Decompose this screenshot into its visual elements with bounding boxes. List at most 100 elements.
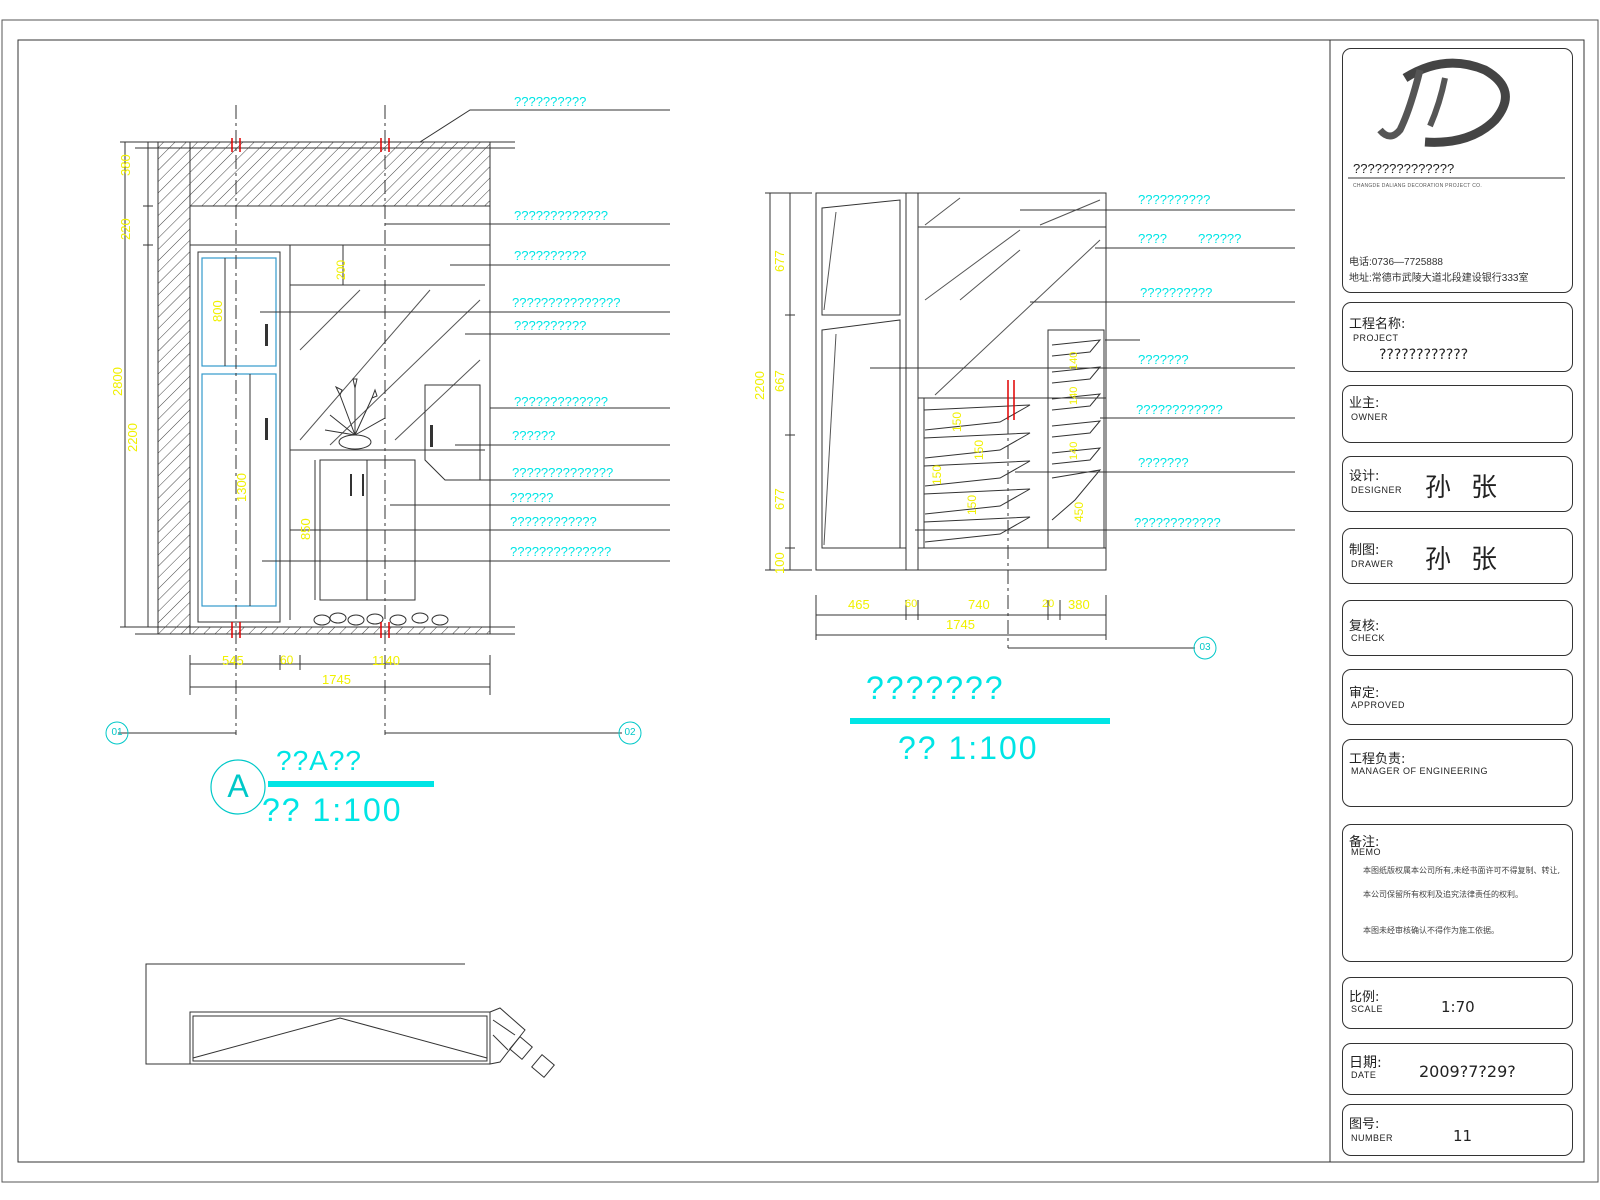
approved-box: 审定: APPROVED (1342, 669, 1573, 725)
memo-line-3: 本图未经审核确认不得作为施工依据。 (1363, 926, 1499, 935)
top-soffit (189, 141, 491, 207)
dim-label: 740 (968, 597, 990, 612)
callout-text: ?????????? (1140, 285, 1213, 300)
callout-text: ???? (1138, 231, 1167, 246)
company-address: 地址:常德市武陵大道北段建设银行333室 (1349, 273, 1529, 284)
elevation-a-marker-circle (210, 759, 266, 815)
dim-label: 1300 (234, 473, 249, 502)
check-label-en: CHECK (1351, 633, 1386, 643)
dim-label: 677 (772, 488, 787, 510)
project-name: ???????????? (1379, 347, 1469, 363)
project-label-en: PROJECT (1353, 333, 1399, 343)
approved-label: 审定: (1349, 686, 1380, 701)
left-wall (157, 141, 191, 635)
callout-text: ?????????? (1138, 192, 1211, 207)
scale-label: 比例: (1349, 990, 1380, 1005)
project-label: 工程名称: (1349, 317, 1406, 332)
callout-leaders-b (870, 209, 1295, 531)
dim-label: 450 (1072, 501, 1086, 522)
callout-leaders (118, 109, 670, 734)
callout-text: ?????????????? (512, 465, 614, 480)
elevation-b-title: ??????? (866, 670, 1005, 706)
dim-label: 200 (334, 259, 348, 280)
callout-text: ?????????? (514, 94, 587, 109)
callout-text: ?????? (510, 490, 554, 505)
plant-decoration (324, 378, 386, 450)
section-marker-label: 03 (1199, 642, 1211, 653)
callout-text: ?????????????? (510, 544, 612, 559)
dim-label: 465 (848, 597, 870, 612)
manager-label-en: MANAGER OF ENGINEERING (1351, 766, 1489, 776)
owner-label: 业主: (1349, 396, 1380, 411)
dim-label: 140 (1068, 386, 1080, 405)
check-box: 复核: CHECK (1342, 600, 1573, 656)
number-value: 11 (1453, 1127, 1473, 1145)
memo-label: 备注: (1349, 835, 1380, 850)
number-label: 图号: (1349, 1117, 1380, 1132)
callout-text: ??????? (1138, 352, 1189, 367)
elevation-b-outline (815, 192, 1107, 571)
date-label-en: DATE (1351, 1070, 1377, 1080)
callout-text: ?????????? (514, 318, 587, 333)
number-label-en: NUMBER (1351, 1133, 1394, 1143)
manager-label: 工程负责: (1349, 752, 1406, 767)
callout-text: ??????????????? (512, 295, 621, 310)
dim-label: 20 (1042, 598, 1055, 610)
memo-label-en: MEMO (1351, 847, 1381, 857)
designer-label-en: DESIGNER (1351, 485, 1403, 495)
section-marker-label: 02 (624, 727, 636, 738)
drawer-name: 孙张 (1425, 545, 1518, 575)
dim-label: 150 (965, 494, 979, 515)
section-marker-01 (105, 721, 129, 745)
elevation-a (105, 105, 670, 815)
plan-detail (145, 963, 555, 1078)
dim-label: 677 (772, 250, 787, 272)
elevation-b (765, 192, 1295, 724)
callout-text: ?????????? (514, 248, 587, 263)
dim-label: 2200 (125, 423, 140, 452)
date-box: 日期: DATE 2009?7?29? (1342, 1043, 1573, 1095)
callout-text: ?????? (1198, 231, 1242, 246)
callout-text: ???????????? (510, 514, 597, 529)
dim-label: 380 (1068, 597, 1090, 612)
elevation-b-title-bar (850, 718, 1110, 724)
dim-label: 1745 (946, 617, 975, 632)
elevation-a-scale: ?? 1:100 (262, 792, 403, 828)
project-box: 工程名称: PROJECT ???????????? (1342, 302, 1573, 372)
callout-text: ????????????? (514, 394, 608, 409)
dim-label: 60 (905, 598, 918, 610)
dim-label: 850 (298, 518, 313, 540)
memo-line-2: 本公司保留所有权利及追究法律责任的权利。 (1363, 890, 1523, 899)
dim-label: 140 (1068, 351, 1080, 370)
drawer-label: 制图: (1349, 543, 1380, 558)
elevation-b-scale: ?? 1:100 (898, 730, 1039, 766)
shoe-shelves (923, 329, 1105, 549)
scale-box: 比例: SCALE 1:70 (1342, 977, 1573, 1029)
dim-label: 100 (772, 552, 787, 574)
memo-box: 备注: MEMO 本图纸版权属本公司所有,未经书面许可不得复制、转让, 本公司保… (1342, 824, 1573, 962)
dim-label: 150 (930, 464, 944, 485)
drawer-label-en: DRAWER (1351, 559, 1394, 569)
dim-label: 2800 (110, 367, 125, 396)
company-box: ?????????????? CHANGDE DALIANG DECORATIO… (1342, 48, 1573, 293)
callout-text: ??????? (1138, 455, 1189, 470)
approved-label-en: APPROVED (1351, 700, 1406, 710)
callout-text: ????????????? (514, 208, 608, 223)
outer-border (1, 19, 1599, 1183)
dim-label: 800 (210, 300, 225, 322)
elevation-a-title: ??A?? (276, 745, 362, 776)
dim-label: 545 (222, 653, 244, 668)
dim-label: 150 (972, 439, 986, 460)
section-marker-label: 01 (111, 727, 123, 738)
dim-label: 220 (118, 218, 133, 240)
dim-label: 140 (1068, 441, 1080, 460)
callout-text: ?????? (512, 428, 556, 443)
callout-text: ???????????? (1136, 402, 1223, 417)
company-name: ?????????????? (1353, 161, 1455, 176)
designer-name: 孙张 (1425, 473, 1518, 503)
scale-label-en: SCALE (1351, 1004, 1384, 1014)
designer-label: 设计: (1349, 469, 1380, 484)
memo-line-1: 本图纸版权属本公司所有,未经书面许可不得复制、转让, (1363, 866, 1561, 875)
scale-value: 1:70 (1441, 998, 1475, 1016)
owner-box: 业主: OWNER (1342, 385, 1573, 443)
